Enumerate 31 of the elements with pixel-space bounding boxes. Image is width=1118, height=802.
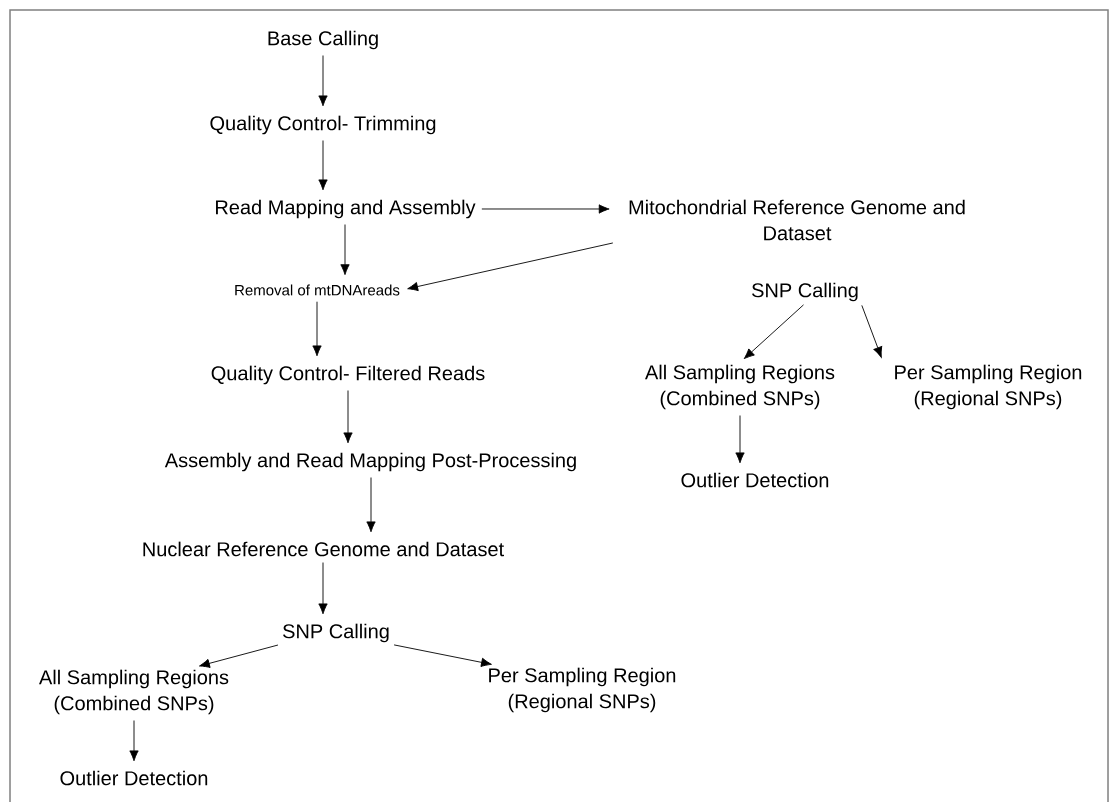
- arrow: [343, 390, 353, 444]
- step-label: Outlier Detection: [60, 770, 208, 786]
- arrow: [861, 304, 883, 358]
- step-label: SNP Calling: [283, 623, 389, 643]
- arrow: [129, 720, 139, 762]
- arrow: [735, 415, 745, 464]
- arrow: [743, 304, 804, 360]
- arrow: [199, 644, 279, 668]
- arrow: [312, 301, 322, 357]
- step-label: Per Sampling Region (Regional SNPs): [489, 667, 676, 713]
- step-label: Quality Control- Filtered Reads: [211, 365, 485, 385]
- step-label: Read Mapping and Assembly: [216, 199, 476, 219]
- arrow: [407, 242, 614, 292]
- step-label: Quality Control- Trimming: [210, 115, 436, 135]
- step-label: Per Sampling Region (Regional SNPs): [895, 364, 1082, 410]
- arrow: [481, 204, 610, 214]
- step-label: SNP Calling: [752, 282, 858, 302]
- step-label: Removal of mtDNAreads: [235, 284, 400, 296]
- step-label: All Sampling Regions (Combined SNPs): [645, 364, 835, 410]
- step-label: Mitochondrial Reference Genome and Dataset: [629, 199, 965, 241]
- arrow: [340, 224, 350, 276]
- arrow: [366, 477, 376, 533]
- step-label: Assembly and Read Mapping Post-Processing: [164, 452, 576, 472]
- step-label: Nuclear Reference Genome and Dataset: [143, 541, 504, 557]
- step-label: All Sampling Regions (Combined SNPs): [39, 669, 229, 715]
- arrow: [318, 562, 328, 615]
- step-label: Base Calling: [268, 30, 378, 50]
- arrow: [393, 644, 492, 667]
- step-label: Outlier Detection: [681, 472, 829, 488]
- arrow: [318, 140, 328, 191]
- arrow: [318, 55, 328, 107]
